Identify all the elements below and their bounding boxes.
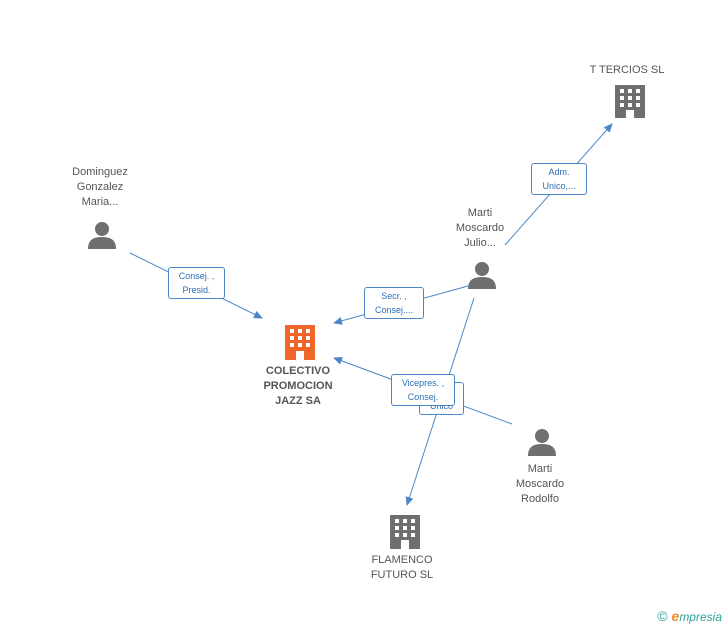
person-icon — [88, 222, 116, 249]
edge-label-consej-presid: Consej. , Presid. — [168, 267, 225, 299]
edge-label-vicepres-consej: Vicepres. , Consej. — [391, 374, 455, 406]
person-icon — [528, 429, 556, 456]
building-icon — [615, 85, 645, 118]
node-label-colectivo[interactable]: COLECTIVO PROMOCION JAZZ SA — [263, 365, 333, 407]
node-label-marti-julio[interactable]: Marti Moscardo Julio... — [455, 207, 505, 249]
building-icon — [390, 515, 420, 549]
building-icon — [285, 325, 315, 360]
node-label-marti-rodolfo[interactable]: Marti Moscardo Rodolfo — [515, 463, 565, 505]
brand-rest: mpresia — [679, 610, 722, 624]
edge-label-secr-consej: Secr. , Consej.... — [364, 287, 424, 319]
copyright-icon: © — [657, 608, 668, 624]
node-label-flamenco[interactable]: FLAMENCO FUTURO SL — [370, 554, 434, 581]
edge-label-adm-unico: Adm. Unico,... — [531, 163, 587, 195]
node-label-dominguez[interactable]: Dominguez Gonzalez Maria... — [72, 166, 128, 208]
node-label-t-tercios[interactable]: T TERCIOS SL — [589, 64, 665, 76]
person-icon — [468, 262, 496, 289]
empresia-logo: ©empresia — [657, 608, 722, 624]
brand-e: e — [671, 608, 680, 624]
